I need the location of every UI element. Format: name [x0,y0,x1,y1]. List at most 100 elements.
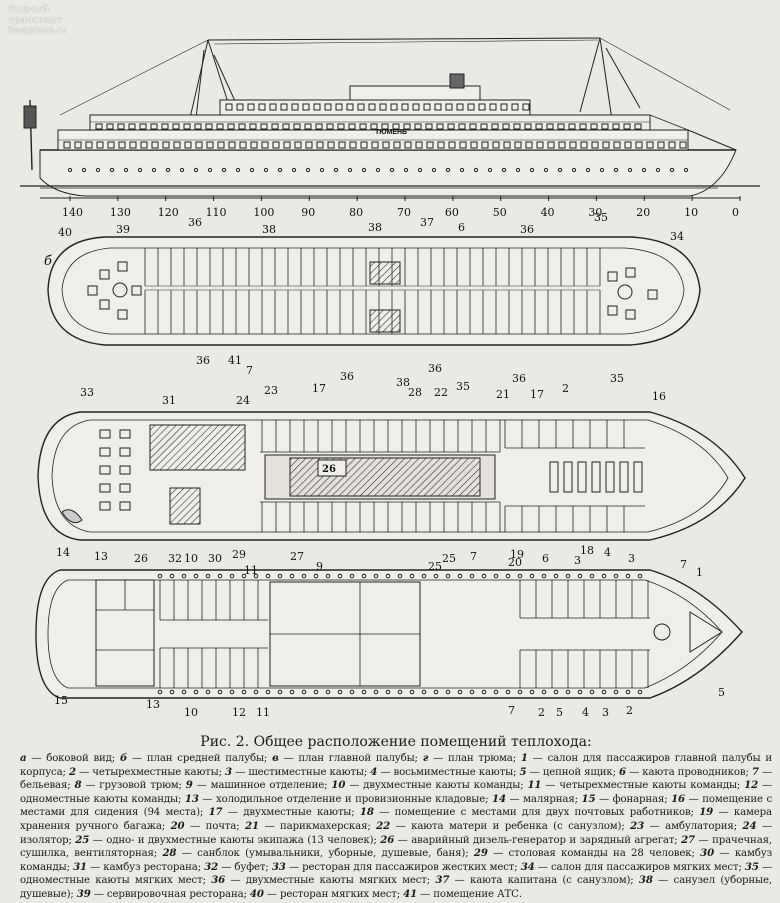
porthole [349,689,355,695]
porthole [305,167,311,173]
porthole [301,573,307,579]
window [602,141,610,149]
window [469,123,477,130]
window [623,123,631,130]
porthole [601,573,607,579]
window [282,123,290,130]
watermark-url: fleetphoto.ru [8,26,67,36]
porthole [459,167,465,173]
legend-key: 38 [638,874,653,887]
legend-key: 10 [331,779,346,792]
middle-deck-cabins [144,248,601,334]
table [119,429,131,439]
window [456,103,464,111]
porthole [553,573,559,579]
porthole [577,689,583,695]
porthole [529,573,535,579]
callout-27: 27 [290,550,304,563]
legend-item-б: б — план средней палубы; [119,752,273,764]
seat-row [619,461,629,493]
porthole [229,573,235,579]
porthole [571,167,577,173]
porthole [289,689,295,695]
section-letter-b: б [44,254,52,269]
legend-item-1: 1 — салон для пассажиров главной палубы … [20,752,772,778]
porthole [333,167,339,173]
table [119,447,131,457]
legend-key: 23 [630,819,645,832]
legend-key: 21 [245,819,259,832]
table [647,289,658,300]
middle-deck-plan: б [44,236,701,346]
porthole [565,573,571,579]
window [106,123,114,130]
ship-name-label: ТЮМЕНЬ [375,129,407,136]
window [492,141,500,149]
porthole [625,689,631,695]
legend-item-5: 5 — цепной ящик; [519,765,619,778]
porthole [403,167,409,173]
legend-key: в [272,752,279,764]
porthole [181,689,187,695]
legend-key: а [20,752,27,764]
porthole [325,689,331,695]
caption-title: Рис. 2. Общее расположение помещений теп… [200,734,592,750]
hold-plan [35,569,743,699]
legend-key: 3 [225,765,232,778]
porthole [253,573,259,579]
legend-item-29: 29 — столовая команды на 28 человек; [473,847,701,860]
frame-label: 0 [732,206,739,219]
window [293,123,301,130]
legend-key: 7 [751,765,759,778]
window [349,141,357,149]
callout-7: 7 [680,558,687,571]
callout-7: 7 [508,704,515,717]
chain-locker [689,611,723,653]
window [414,123,422,130]
legend-key: 1 [520,752,528,764]
callout-2: 2 [626,704,633,717]
window [260,123,268,130]
callout-36: 36 [520,223,534,236]
porthole [169,689,175,695]
window [393,141,401,149]
frame-label: 130 [110,206,131,219]
porthole [613,689,619,695]
legend-key: 11 [527,779,542,792]
porthole [669,167,675,173]
porthole [123,167,129,173]
window [390,103,398,111]
frame-label: 120 [158,206,179,219]
legend-item-28: 28 — санблок (умывальники, уборные, душе… [162,847,474,860]
legend-key: 17 [208,806,223,819]
legend-key: 5 [519,765,527,778]
window [568,123,576,130]
seat-row [577,461,587,493]
window [612,123,620,130]
porthole [445,573,451,579]
window [679,141,687,149]
legend-key: 39 [76,887,91,900]
legend-item-24: 24 — изолятор; [20,819,772,846]
porthole [577,573,583,579]
legend-item-8: 8 — грузовой трюм; [74,779,186,792]
seating-room-94-seats [549,461,643,493]
middle-deck-outline [47,236,701,346]
window [480,123,488,130]
window [634,123,642,130]
porthole [541,689,547,695]
legend-item-25: 25 — одно- и двухместные каюты экипажа (… [75,833,381,846]
window [415,141,423,149]
callout-11: 11 [256,706,270,719]
porthole [217,573,223,579]
main-deck-cabins [260,420,645,532]
legend-item-20: 20 — почта; [170,819,246,832]
porthole [241,573,247,579]
porthole [683,167,689,173]
window [635,141,643,149]
callout-3: 3 [574,554,581,567]
porthole [263,167,269,173]
legend-key: 31 [73,860,87,873]
porthole [205,573,211,579]
porthole [481,573,487,579]
